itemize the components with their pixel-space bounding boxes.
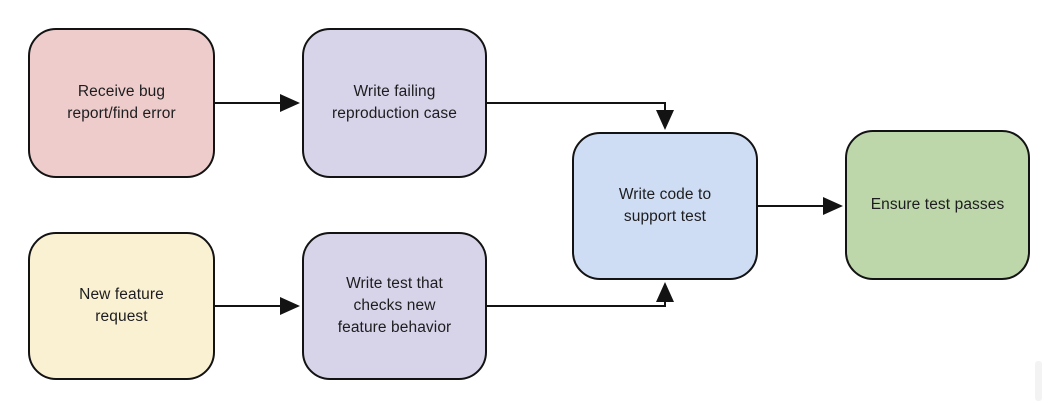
node-write-code-support-test-label: Write code to support test <box>618 186 712 225</box>
node-write-failing-reproduction-label: Write failing reproduction case <box>332 83 457 122</box>
node-write-test-checks-feature: Write test that checks new feature behav… <box>302 232 487 380</box>
node-ensure-test-passes: Ensure test passes <box>845 130 1030 280</box>
node-new-feature-request: New feature request <box>28 232 215 380</box>
edge-test-to-code <box>487 282 674 307</box>
edge-repro-to-code <box>487 102 674 130</box>
node-new-feature-request-label: New feature request <box>79 286 164 325</box>
node-write-code-support-test: Write code to support test <box>572 132 758 280</box>
node-write-failing-reproduction: Write failing reproduction case <box>302 28 487 178</box>
node-receive-bug-report: Receive bug report/find error <box>28 28 215 178</box>
node-receive-bug-report-label: Receive bug report/find error <box>67 83 176 122</box>
scrollbar-thumb[interactable] <box>1035 361 1042 401</box>
node-write-test-checks-feature-label: Write test that checks new feature behav… <box>337 275 452 336</box>
node-ensure-test-passes-label: Ensure test passes <box>870 196 1005 214</box>
